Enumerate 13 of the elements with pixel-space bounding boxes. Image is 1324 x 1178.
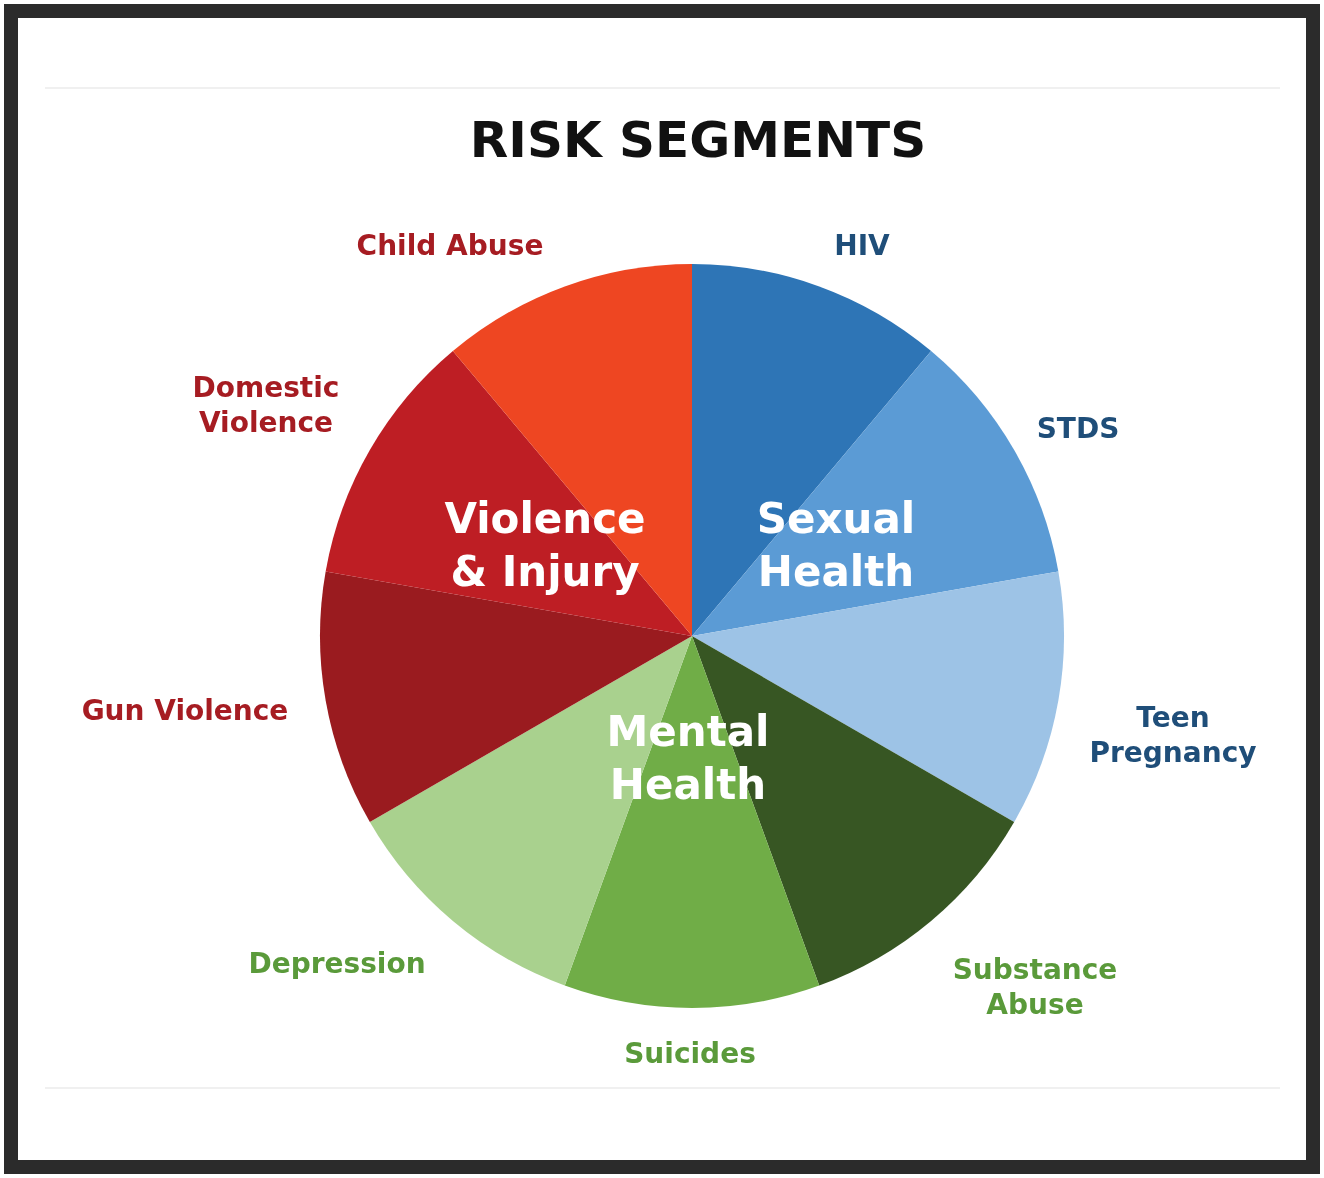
slice-label: Domestic Violence — [191, 370, 341, 440]
slice-label: HIV — [834, 227, 890, 263]
slice-label: Gun Violence — [81, 692, 289, 728]
segment-label: Violence & Injury — [443, 492, 647, 597]
slice-label: STDS — [1036, 410, 1120, 446]
slice-label: Child Abuse — [356, 227, 544, 263]
slice-label: Substance Abuse — [951, 952, 1119, 1022]
segment-label: Mental Health — [605, 705, 771, 810]
slice-label: Teen Pregnancy — [1088, 700, 1258, 770]
segment-label: Sexual Health — [755, 492, 917, 597]
chart-title: RISK SEGMENTS — [469, 109, 927, 171]
slice-label: Depression — [248, 945, 426, 981]
slice-label: Suicides — [624, 1035, 756, 1071]
